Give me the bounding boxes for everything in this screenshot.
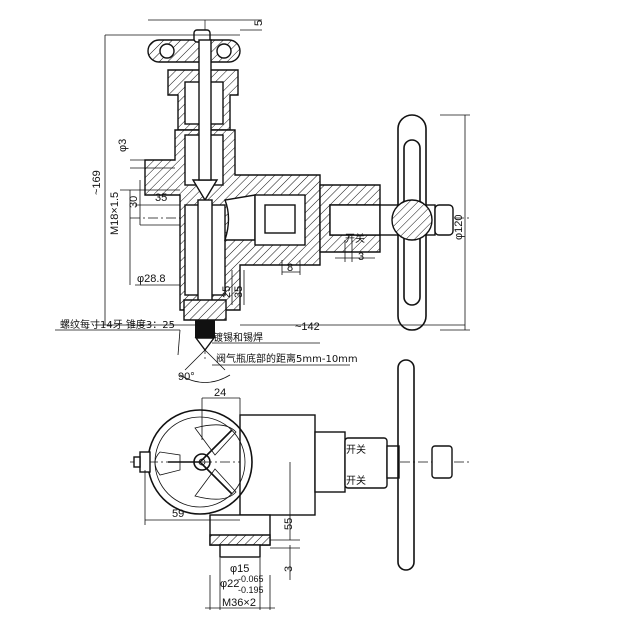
exterior-view: 24 59 55 3 φ15 φ22 -0.065 -0.195 M36×2 开…: [130, 359, 470, 610]
dim-phi15: φ15: [230, 563, 249, 575]
dim-35-left: 35: [155, 192, 167, 204]
dim-phi120: φ120: [453, 215, 465, 241]
dim-m18: M18×1.5: [109, 192, 121, 235]
dim-25: 25: [221, 286, 233, 298]
dim-5: 5: [253, 20, 265, 26]
dim-m36: M36×2: [222, 597, 256, 609]
dim-59: 59: [172, 508, 184, 520]
dim-24: 24: [214, 387, 226, 399]
tolerance-lower: -0.195: [238, 585, 264, 595]
dim-phi22: φ22: [220, 578, 239, 590]
angle-90: 90°: [178, 371, 195, 383]
section-view: 5 ~169 φ3 M18×1.5 30 35 φ28.8 25 35 8 3 …: [55, 19, 470, 383]
switch-label-top: 开关: [346, 443, 366, 456]
note-solder: 镀锡和锡焊: [213, 331, 263, 344]
note-distance: 阀气瓶底部的距离5mm-10mm: [216, 352, 358, 365]
dim-35-vertical: 35: [233, 286, 245, 298]
dim-phi28-8: φ28.8: [137, 273, 166, 285]
tolerance-upper: -0.065: [238, 574, 264, 584]
note-thread: 螺纹每寸14牙 锥度3：25: [60, 318, 175, 331]
dim-8: 8: [287, 262, 293, 274]
dim-phi3: φ3: [117, 139, 129, 152]
dim-169: ~169: [91, 170, 103, 195]
switch-label-bottom: 开关: [346, 474, 366, 487]
dim-55: 55: [283, 518, 295, 530]
dim-3: 3: [358, 251, 364, 263]
side-handwheel: [391, 114, 433, 331]
dim-142: ~142: [295, 321, 320, 333]
switch-label: 开关: [345, 232, 365, 245]
dim-3: 3: [283, 566, 295, 572]
dim-30: 30: [128, 196, 140, 208]
